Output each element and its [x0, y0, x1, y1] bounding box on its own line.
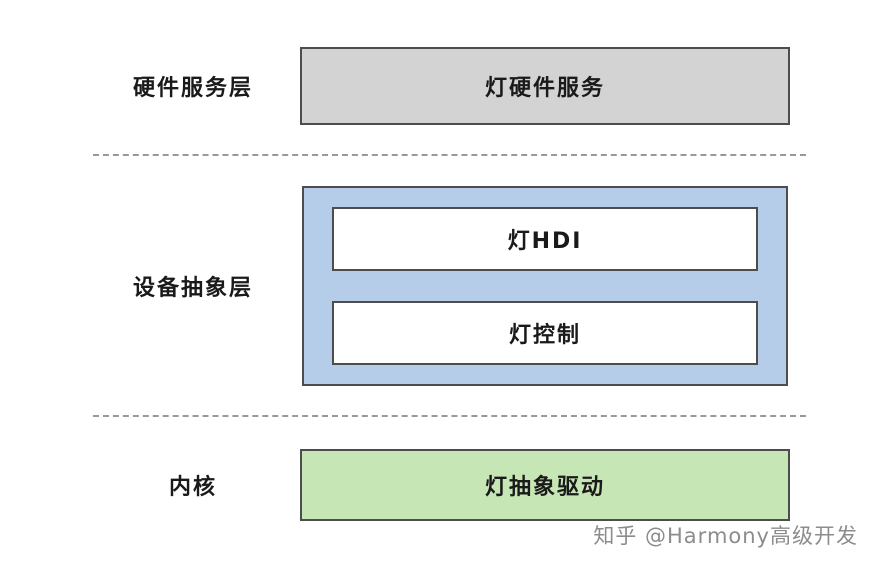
light-control-box: 灯控制 — [332, 301, 758, 365]
hardware-service-box-label: 灯硬件服务 — [484, 76, 605, 101]
kernel-abstract-driver-box-label: 灯抽象驱动 — [484, 475, 605, 500]
kernel-abstract-driver-box: 灯抽象驱动 — [300, 449, 790, 521]
hardware-service-box: 灯硬件服务 — [300, 47, 790, 125]
divider-line-bottom — [93, 415, 806, 417]
layer-label-device-abstraction: 设备抽象层 — [132, 276, 253, 301]
divider-line-top — [93, 154, 806, 156]
light-control-box-label: 灯控制 — [508, 323, 581, 348]
light-hdi-box-label: 灯HDI — [507, 229, 583, 254]
light-hdi-box: 灯HDI — [332, 207, 758, 271]
layer-label-hardware-service: 硬件服务层 — [132, 76, 253, 101]
watermark: 知乎 @Harmony高级开发 — [593, 524, 858, 548]
layer-label-kernel: 内核 — [168, 475, 217, 500]
device-abstraction-container: 灯HDI 灯控制 — [302, 186, 788, 386]
